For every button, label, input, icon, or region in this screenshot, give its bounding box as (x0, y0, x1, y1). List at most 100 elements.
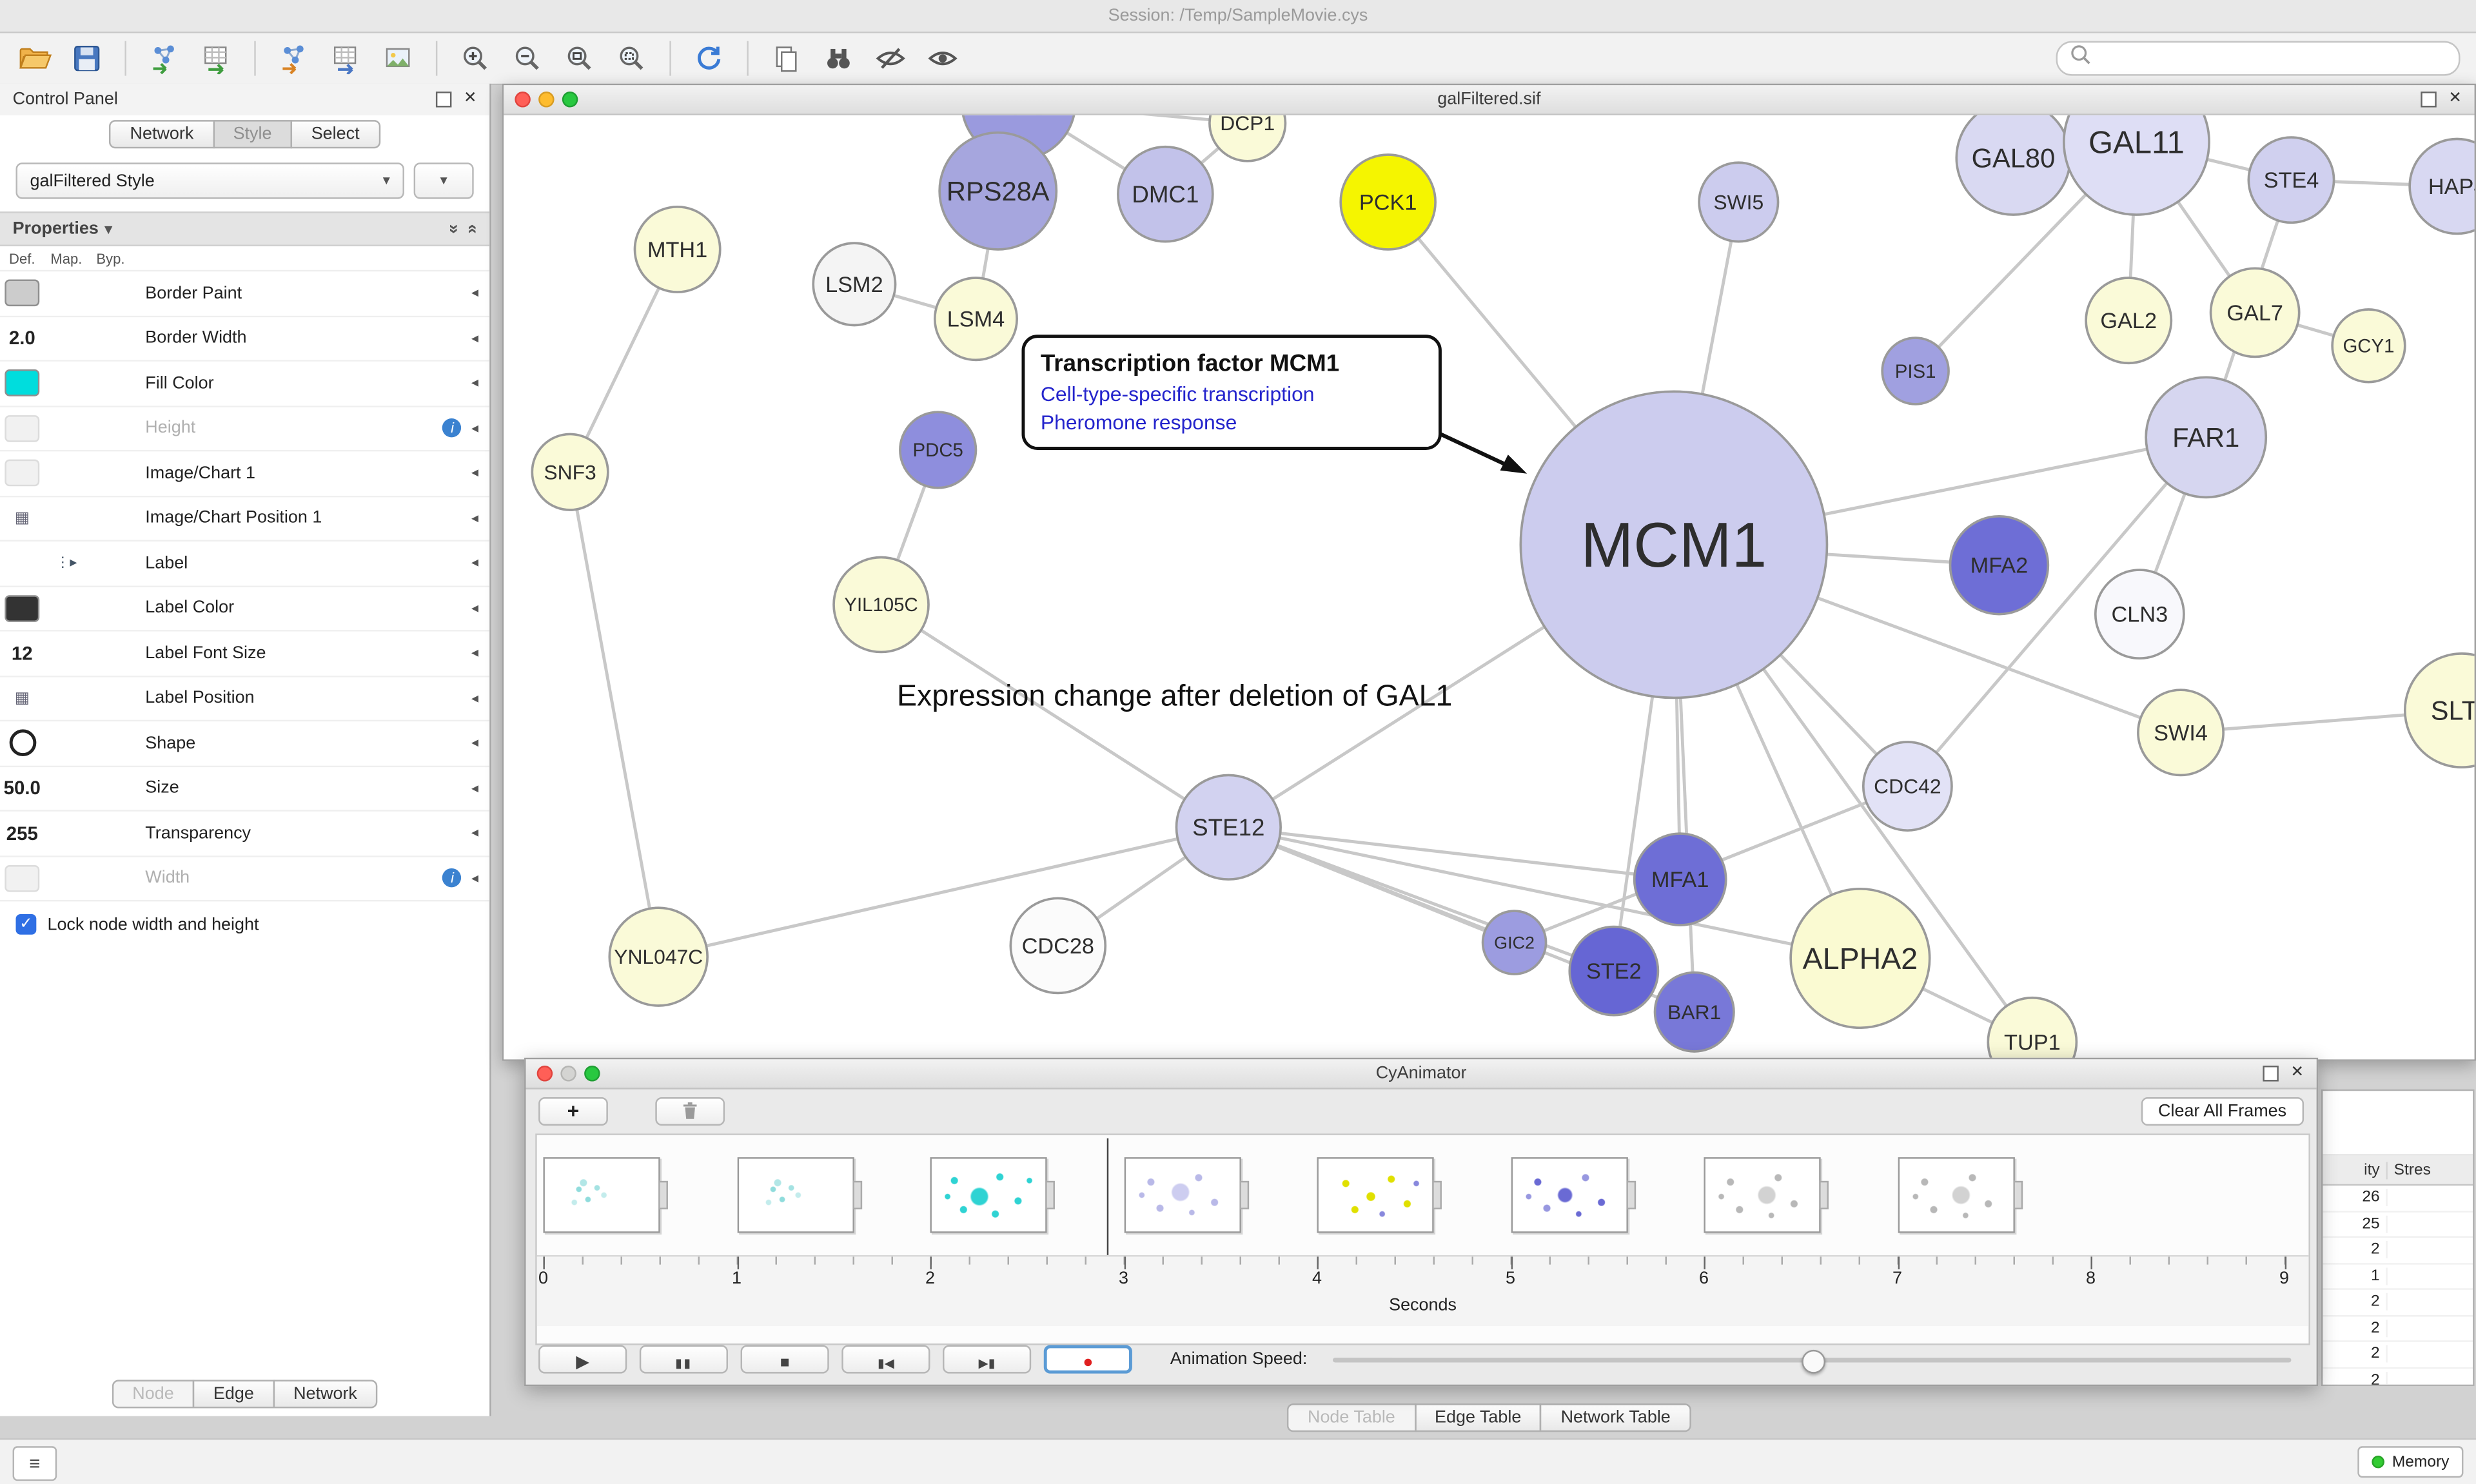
zoom-fit-icon[interactable] (560, 41, 598, 76)
properties-header[interactable]: Properties ▾ « « (0, 211, 490, 247)
property-row-fill-color[interactable]: Fill Color◂ (0, 361, 490, 407)
default-value[interactable]: 2.0 (8, 327, 35, 349)
default-value[interactable]: 255 (6, 822, 38, 845)
minimize-traffic-light-icon[interactable] (560, 1066, 576, 1082)
clear-all-frames-button[interactable]: Clear All Frames (2141, 1096, 2304, 1125)
graph-node-gal11[interactable] (2063, 115, 2210, 216)
mapping-icon[interactable]: ⋮▸ (55, 554, 77, 571)
expand-row-icon[interactable]: ◂ (471, 284, 479, 300)
property-row-label[interactable]: ⋮▸Label◂ (0, 542, 490, 587)
graph-node-swi4[interactable] (2137, 688, 2225, 777)
slider-handle[interactable] (1802, 1349, 1826, 1374)
table-row[interactable]: 26 (2323, 1186, 2473, 1212)
expand-row-icon[interactable]: ◂ (471, 869, 479, 886)
expand-row-icon[interactable]: ◂ (471, 464, 479, 481)
memory-button[interactable]: Memory (2357, 1446, 2464, 1478)
property-row-image-chart-1[interactable]: Image/Chart 1◂ (0, 451, 490, 497)
edge-ste12-ynl047c[interactable] (658, 825, 1229, 959)
frame-thumbnail-0[interactable] (543, 1157, 668, 1233)
zoom-in-icon[interactable] (457, 41, 495, 76)
graph-node-far1[interactable] (2145, 376, 2268, 499)
import-table-icon[interactable] (197, 41, 235, 76)
graph-node-slt2[interactable] (2403, 652, 2475, 769)
delete-frame-button[interactable] (655, 1096, 725, 1125)
info-icon[interactable]: i (442, 418, 462, 438)
property-row-image-chart-position-1[interactable]: ▦Image/Chart Position 1◂ (0, 496, 490, 542)
default-value[interactable]: 12 (11, 642, 33, 665)
expand-row-icon[interactable]: ◂ (471, 734, 479, 750)
zoom-out-icon[interactable] (509, 41, 547, 76)
edge-ste12-mfa1[interactable] (1228, 825, 1680, 881)
style-selector[interactable]: galFiltered Style ▾ (15, 162, 404, 199)
table-row[interactable]: 2 (2323, 1238, 2473, 1264)
close-panel-icon[interactable]: ✕ (464, 90, 477, 108)
annotation-link[interactable]: Pheromone response (1040, 410, 1237, 434)
import-network-icon[interactable] (145, 41, 183, 76)
pause-button[interactable] (639, 1345, 728, 1374)
property-row-shape[interactable]: Shape◂ (0, 721, 490, 766)
annotation-link[interactable]: Cell-type-specific transcription (1040, 382, 1315, 406)
position-icon[interactable]: ▦ (14, 509, 30, 527)
zoom-traffic-light-icon[interactable] (562, 92, 578, 108)
float-window-icon[interactable] (2262, 1066, 2278, 1082)
mcm1-annotation-box[interactable]: Transcription factor MCM1 Cell-type-spec… (1021, 335, 1442, 450)
tab-network[interactable]: Network (109, 120, 215, 149)
expand-row-icon[interactable]: ◂ (471, 509, 479, 525)
table-row[interactable]: 2 (2323, 1290, 2473, 1316)
default-value[interactable]: 50.0 (3, 777, 41, 799)
float-window-icon[interactable] (2420, 92, 2436, 108)
tab-edge-table[interactable]: Edge Table (1414, 1403, 1542, 1432)
frame-thumbnail-1[interactable] (736, 1157, 861, 1233)
export-image-icon[interactable] (379, 41, 417, 76)
edge-ste12-alpha2[interactable] (1228, 825, 1861, 960)
graph-node-gcy1[interactable] (2331, 308, 2406, 384)
frame-thumbnail-5[interactable] (1510, 1157, 1635, 1233)
tab-network[interactable]: Network (273, 1380, 378, 1409)
ellipse-shape-icon[interactable] (8, 730, 36, 757)
table-row[interactable]: 25 (2323, 1212, 2473, 1238)
add-frame-button[interactable]: + (538, 1096, 608, 1125)
graph-node-rps28a[interactable] (938, 131, 1058, 251)
close-window-icon[interactable]: ✕ (2448, 90, 2462, 108)
graph-node-hap4[interactable] (2408, 137, 2475, 235)
frame-thumbnail-3[interactable] (1123, 1157, 1248, 1233)
expand-row-icon[interactable]: ◂ (471, 644, 479, 661)
info-icon[interactable]: i (442, 868, 462, 888)
expand-row-icon[interactable]: ◂ (471, 689, 479, 706)
graph-node-cdc42[interactable] (1862, 741, 1953, 832)
tab-network-table[interactable]: Network Table (1540, 1403, 1691, 1432)
graph-node-dcp1[interactable] (1208, 115, 1287, 162)
color-swatch[interactable] (5, 594, 40, 622)
save-session-icon[interactable] (68, 41, 106, 76)
timeline-playhead[interactable] (1106, 1138, 1109, 1255)
graph-node-ste12[interactable] (1175, 774, 1282, 881)
graph-node-swi5[interactable] (1698, 161, 1780, 243)
expand-row-icon[interactable]: ◂ (471, 419, 479, 436)
graph-node-mcm1[interactable] (1519, 390, 1829, 699)
edge-far1-cdc42[interactable] (1906, 436, 2208, 788)
expand-row-icon[interactable]: ◂ (471, 554, 479, 571)
color-swatch[interactable] (5, 280, 40, 307)
column-header[interactable]: ity (2323, 1161, 2388, 1179)
graph-node-alpha2[interactable] (1789, 887, 1931, 1030)
graph-node-lsm4[interactable] (933, 277, 1018, 362)
animation-speed-slider[interactable] (1332, 1345, 2292, 1374)
tab-select[interactable]: Select (290, 120, 380, 149)
graph-node-pck1[interactable] (1339, 153, 1437, 251)
graph-node-ynl047c[interactable] (608, 906, 709, 1007)
global-search-box[interactable] (2056, 41, 2461, 76)
graph-node-gal7[interactable] (2209, 267, 2301, 358)
expand-row-icon[interactable]: ◂ (471, 329, 479, 346)
expand-row-icon[interactable]: ◂ (471, 600, 479, 616)
table-row[interactable]: 2 (2323, 1316, 2473, 1342)
graph-node-cdc28[interactable] (1009, 897, 1107, 995)
record-button[interactable] (1043, 1345, 1132, 1374)
graph-node-snf3[interactable] (531, 433, 609, 511)
global-search-input[interactable] (2098, 47, 2448, 70)
panel-menu-button[interactable]: ≡ (12, 1446, 57, 1481)
network-window-titlebar[interactable]: galFiltered.sif ✕ (504, 85, 2475, 115)
